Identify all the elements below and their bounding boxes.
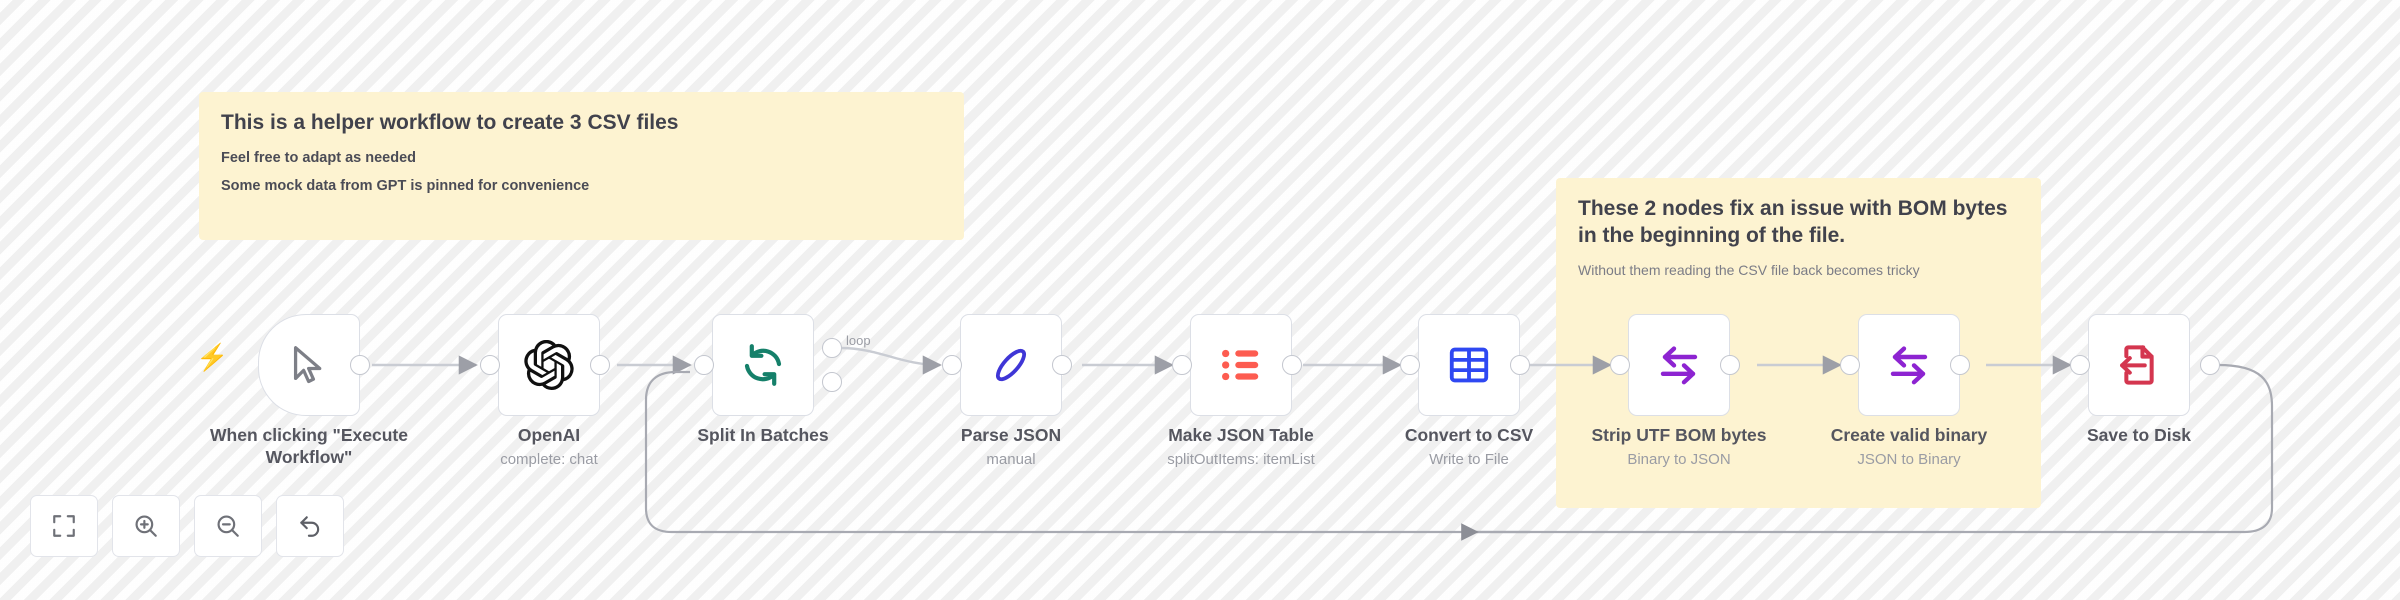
cursor-icon [286,342,332,388]
sticky-note-line: Some mock data from GPT is pinned for co… [221,178,590,195]
fit-screen-icon [51,513,77,539]
node-subtitle: JSON to Binary [1857,450,1961,468]
sticky-note-title: This is a helper workflow to create 3 CS… [221,111,679,134]
node-subtitle: complete: chat [500,450,598,468]
output-connector[interactable] [1282,355,1302,375]
input-connector[interactable] [2070,355,2090,375]
node-caption-create-valid-binary: Create valid binary JSON to Binary [1779,425,2039,469]
node-caption-make-json-table: Make JSON Table splitOutItems: itemList [1111,425,1371,469]
input-connector[interactable] [1172,355,1192,375]
output-connector[interactable] [2200,355,2220,375]
node-subtitle: Write to File [1429,450,1509,468]
node-title: When clicking "Execute Workflow" [210,425,408,467]
node-caption-split-in-batches: Split In Batches [633,425,893,447]
input-connector[interactable] [1610,355,1630,375]
table-grid-icon [1447,343,1491,387]
node-caption-manual-trigger: When clicking "Execute Workflow" [179,425,439,469]
lightning-bolt-icon: ⚡ [196,342,229,372]
openai-icon [524,340,574,390]
node-split-in-batches[interactable] [712,314,814,416]
node-subtitle: manual [986,450,1036,468]
sticky-note-subtitle: Without them reading the CSV file back b… [1578,261,1920,278]
node-convert-to-csv[interactable] [1418,314,1520,416]
node-manual-trigger[interactable] [258,314,360,416]
output-connector[interactable] [1510,355,1530,375]
input-connector[interactable] [480,355,500,375]
input-connector[interactable] [942,355,962,375]
sticky-note-line: Feel free to adapt as needed [221,149,417,166]
code-icon [988,342,1034,388]
zoom-out-icon [215,513,241,539]
output-connector[interactable] [590,355,610,375]
node-title: Convert to CSV [1404,425,1534,445]
output-connector-loop[interactable] [822,338,842,358]
input-connector[interactable] [694,355,714,375]
node-title: Make JSON Table [1168,425,1314,445]
node-caption-openai: OpenAI complete: chat [419,425,679,469]
node-caption-parse-json: Parse JSON manual [881,425,1141,469]
swap-arrows-icon [1885,341,1933,389]
node-title: Create valid binary [1830,425,1988,445]
node-subtitle: splitOutItems: itemList [1167,450,1315,468]
zoom-in-icon [133,513,159,539]
node-caption-convert-to-csv: Convert to CSV Write to File [1339,425,1599,469]
zoom-to-fit-button[interactable] [30,495,98,557]
input-connector[interactable] [1840,355,1860,375]
node-make-json-table[interactable] [1190,314,1292,416]
node-title: OpenAI [517,425,581,445]
node-subtitle: Binary to JSON [1627,450,1731,468]
node-create-valid-binary[interactable] [1858,314,1960,416]
sticky-note-helper-workflow[interactable]: This is a helper workflow to create 3 CS… [199,92,964,240]
sticky-note-title: These 2 nodes fix an issue with BOM byte… [1578,197,2008,247]
loop-output-label: loop [846,333,871,348]
node-parse-json[interactable] [960,314,1062,416]
node-title: Save to Disk [2086,425,2192,445]
file-import-icon [2116,342,2162,388]
node-title: Strip UTF BOM bytes [1591,425,1767,445]
node-title: Parse JSON [960,425,1062,445]
output-connector[interactable] [1950,355,1970,375]
canvas-controls [30,495,344,557]
input-connector[interactable] [1400,355,1420,375]
item-list-icon [1218,342,1264,388]
zoom-out-button[interactable] [194,495,262,557]
output-connector[interactable] [1052,355,1072,375]
swap-arrows-icon [1655,341,1703,389]
output-connector[interactable] [350,355,370,375]
loop-refresh-icon [739,341,787,389]
node-openai[interactable] [498,314,600,416]
output-connector-done[interactable] [822,372,842,392]
node-caption-strip-utf-bom-bytes: Strip UTF BOM bytes Binary to JSON [1549,425,1809,469]
node-title: Split In Batches [697,425,829,445]
node-save-to-disk[interactable] [2088,314,2190,416]
node-strip-utf-bom-bytes[interactable] [1628,314,1730,416]
node-caption-save-to-disk: Save to Disk [2009,425,2269,447]
reset-zoom-button[interactable] [276,495,344,557]
output-connector[interactable] [1720,355,1740,375]
undo-arrow-icon [297,513,323,539]
zoom-in-button[interactable] [112,495,180,557]
